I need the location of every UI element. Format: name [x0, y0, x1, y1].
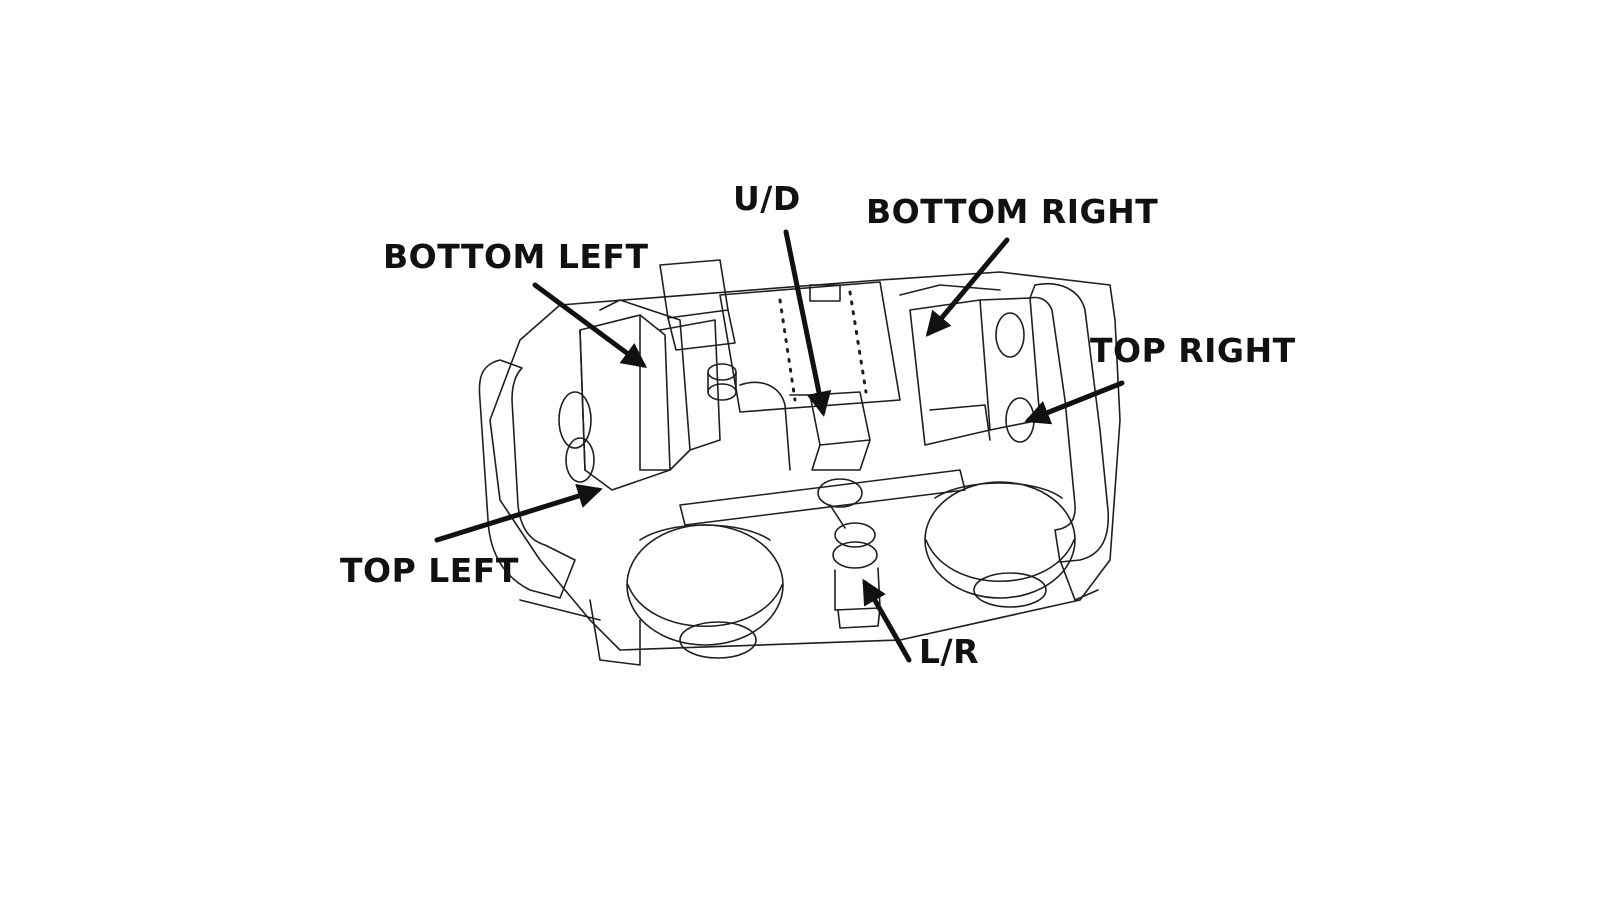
left-side-rail	[478, 359, 576, 599]
arrow-ud	[783, 229, 832, 417]
right-servo-block	[909, 299, 991, 446]
base-plate	[489, 271, 1121, 651]
label-ud: U/D	[733, 179, 801, 218]
pin-headers	[778, 290, 868, 402]
right-eye	[924, 481, 1076, 608]
arrow-top-left	[434, 483, 603, 543]
arrow-top-right	[1024, 380, 1125, 425]
label-bottom-left: BOTTOM LEFT	[383, 237, 649, 276]
arrow-lr	[862, 578, 912, 663]
controller-board	[719, 281, 901, 413]
arrow-bottom-left	[532, 282, 648, 368]
mechanism-linework	[478, 259, 1121, 666]
connector-block	[659, 259, 729, 319]
label-top-right: TOP RIGHT	[1090, 331, 1296, 370]
arrow-bottom-right	[925, 237, 1010, 337]
callout-arrows	[434, 229, 1125, 663]
right-side-rail	[1029, 283, 1110, 563]
left-eye	[626, 524, 784, 659]
label-top-left: TOP LEFT	[340, 551, 519, 590]
label-lr: L/R	[919, 632, 979, 671]
label-bottom-right: BOTTOM RIGHT	[866, 192, 1159, 231]
